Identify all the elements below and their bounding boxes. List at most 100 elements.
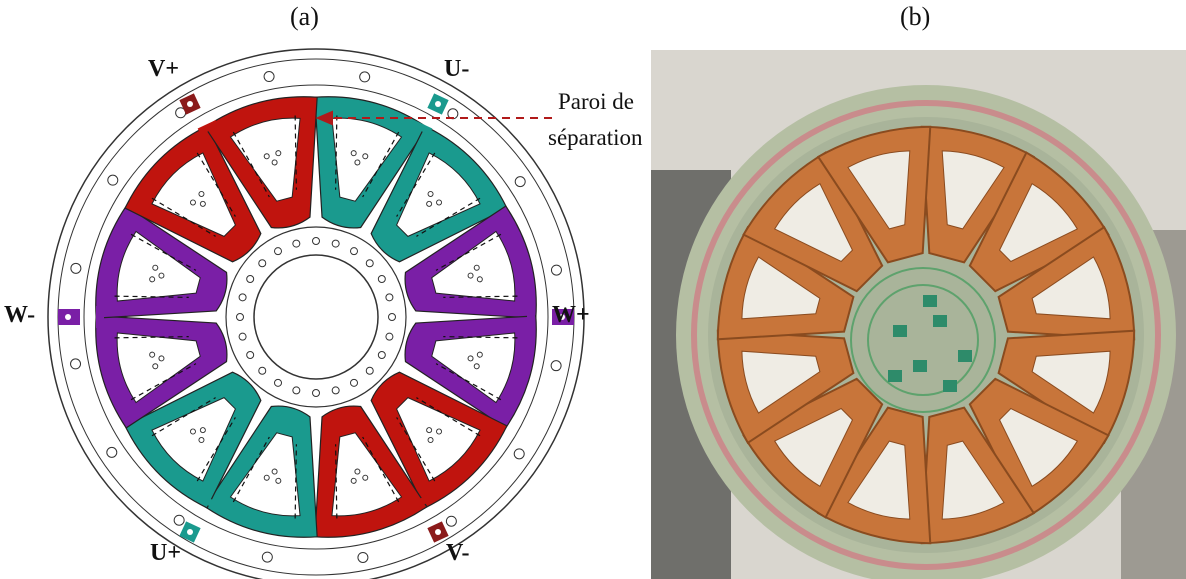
hub-hole: [236, 313, 244, 321]
rim-hole: [261, 551, 273, 563]
rim-hole: [107, 174, 119, 186]
coil-window: [431, 230, 516, 302]
current-arrow: [130, 363, 197, 401]
coil-hole: [198, 437, 205, 444]
hub-hole: [292, 239, 301, 248]
connector: [913, 360, 927, 372]
coil-hole: [271, 468, 278, 475]
coil-hole: [189, 199, 196, 206]
coil-hole: [362, 474, 369, 481]
coil-window: [151, 152, 236, 237]
coil-core: [741, 256, 821, 320]
current-arrow: [443, 295, 518, 298]
hub-hole: [377, 351, 386, 359]
label-u-minus: U-: [444, 56, 470, 82]
coil-core: [847, 150, 911, 230]
photo-coil: [997, 329, 1136, 445]
rim-hole: [263, 71, 275, 83]
coil-hole: [354, 159, 361, 166]
coil-window: [116, 332, 201, 404]
photo-coil-group: [716, 125, 1136, 545]
terminal-tabs: [58, 93, 574, 543]
current-arrow: [151, 397, 216, 437]
current-arrow: [335, 444, 338, 519]
hub-hole: [292, 386, 301, 395]
arrow-left-head: [315, 110, 333, 126]
annotation-line-2: séparation: [548, 125, 643, 150]
coil-hole: [152, 363, 159, 370]
panel-a-label: (a): [290, 2, 319, 31]
coil-core: [998, 182, 1079, 263]
coil-hole: [476, 276, 483, 283]
coil-window: [116, 230, 201, 302]
hub-hole: [246, 351, 255, 359]
frame-ring: [83, 84, 549, 550]
coil: [204, 96, 318, 229]
hub-hole: [350, 378, 358, 387]
coil-hole: [436, 428, 443, 435]
hub-hole: [258, 366, 267, 375]
hub-hole: [274, 378, 282, 387]
connector: [888, 370, 902, 382]
rim-hole: [514, 176, 526, 188]
coil-hole: [476, 351, 483, 358]
hub-hole: [238, 293, 247, 302]
coil: [370, 371, 508, 509]
coil-core: [998, 407, 1079, 488]
coil-hole: [199, 427, 206, 434]
hub-holes: [236, 237, 396, 397]
coil-core: [1031, 256, 1111, 320]
current-arrow: [443, 336, 518, 339]
photo-coil: [716, 329, 855, 445]
coil-hole: [149, 351, 156, 358]
coil: [204, 405, 318, 538]
outer-ring: [47, 48, 585, 579]
label-w-minus: W-: [4, 302, 36, 328]
coil-core: [941, 440, 1005, 520]
current-arrow: [232, 131, 270, 198]
hub-bore: [253, 254, 379, 380]
coil-core: [941, 150, 1005, 230]
coil-hole: [275, 150, 282, 157]
hub-hole: [258, 259, 267, 268]
hub-hole: [274, 247, 282, 256]
coil-window: [229, 117, 301, 202]
current-arrow: [130, 233, 197, 271]
current-arrow: [294, 115, 297, 190]
coil-window: [396, 152, 481, 237]
coil-hole: [350, 150, 357, 157]
coil-hole: [354, 468, 361, 475]
annotation-line-1: Paroi de: [558, 89, 635, 114]
connector: [943, 380, 957, 392]
coil-core: [847, 440, 911, 520]
current-arrow: [362, 131, 400, 198]
coil: [124, 125, 262, 263]
bar-u-minus: [411, 120, 433, 135]
coil-core: [773, 182, 854, 263]
label-v-minus: V-: [446, 540, 470, 566]
photo-coil: [716, 225, 855, 341]
connector: [933, 315, 947, 327]
rim-hole: [445, 515, 457, 527]
bar-v-minus: [411, 494, 433, 509]
coil: [404, 315, 537, 429]
rim-hole: [550, 264, 562, 276]
hub-hole: [238, 332, 247, 341]
hub-hole: [377, 275, 386, 283]
current-arrow: [335, 115, 338, 190]
coil-hole: [350, 477, 357, 484]
hub-hole: [365, 366, 374, 375]
coil-group: [95, 96, 537, 538]
current-arrow: [114, 336, 189, 339]
current-arrow: [114, 295, 189, 298]
coil: [314, 405, 428, 538]
coil: [124, 371, 262, 509]
photo-coil: [920, 406, 1036, 545]
current-arrow: [151, 197, 216, 237]
coil-hole: [426, 427, 433, 434]
connector: [893, 325, 907, 337]
photo-coil: [816, 125, 932, 264]
label-u-plus: U+: [150, 540, 182, 566]
rim-hole: [357, 551, 369, 563]
rim-hole: [173, 514, 185, 526]
